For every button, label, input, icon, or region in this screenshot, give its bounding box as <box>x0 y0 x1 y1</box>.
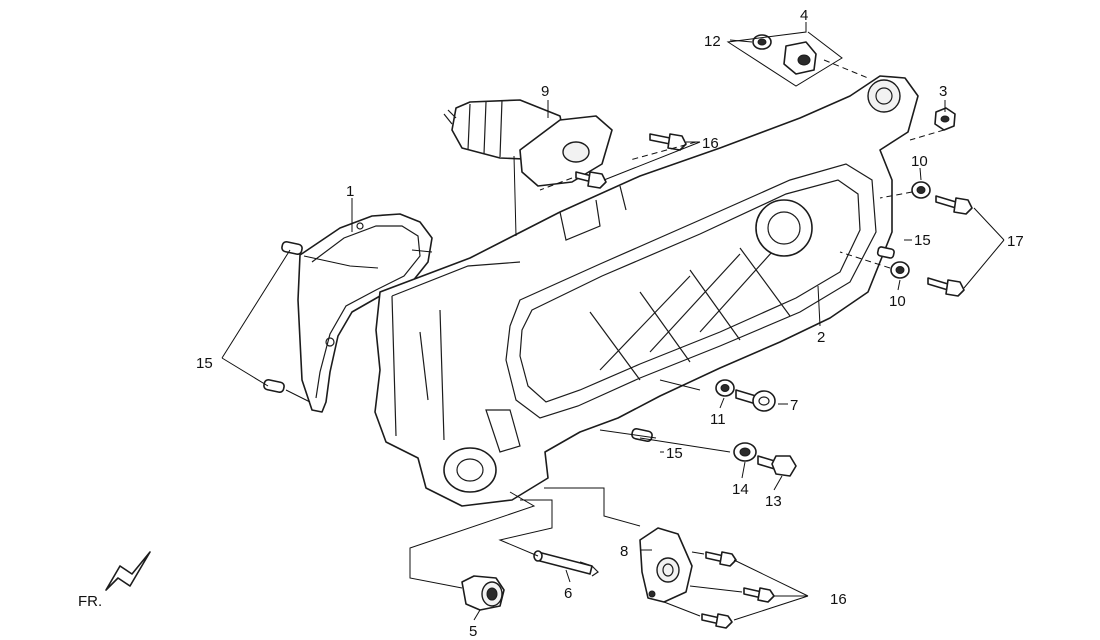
callout-3: 3 <box>939 83 947 100</box>
callout-16-lower: 16 <box>830 591 847 608</box>
nut-part-3 <box>934 107 956 131</box>
front-marker-label: FR. <box>78 593 102 610</box>
pin-part-6 <box>533 550 599 577</box>
bolt-part-13 <box>757 455 797 477</box>
plug-part-11 <box>715 379 735 397</box>
washer-part-14 <box>733 442 757 462</box>
callout-5: 5 <box>469 623 477 640</box>
dowel-pin-part-15-a <box>281 240 303 256</box>
callout-leaders <box>221 22 1005 621</box>
dowel-pin-part-15-c <box>876 246 895 259</box>
callout-2: 2 <box>817 329 825 346</box>
callout-8: 8 <box>620 543 628 560</box>
bolt-part-16-lower-c <box>701 613 733 629</box>
starter-motor-part <box>443 99 613 187</box>
bolt-part-17-upper <box>935 195 973 215</box>
callout-15-lower: 15 <box>666 445 683 462</box>
bushing-part-4 <box>783 41 817 75</box>
bolt-part-16-lower <box>575 171 607 189</box>
callout-6: 6 <box>564 585 572 602</box>
callout-15-right: 15 <box>914 232 931 249</box>
bolt-part-17-lower <box>927 277 965 297</box>
callout-12: 12 <box>704 33 721 50</box>
assembly-lines <box>285 59 945 617</box>
washer-part-10-lower <box>890 261 910 279</box>
gasket-part <box>297 213 433 413</box>
crankcase-part <box>374 75 919 507</box>
callout-14: 14 <box>732 481 749 498</box>
front-direction-arrow <box>105 551 151 591</box>
callout-10-upper: 10 <box>911 153 928 170</box>
callout-15-left: 15 <box>196 355 213 372</box>
bracket-part-8 <box>639 527 693 603</box>
callout-7: 7 <box>790 397 798 414</box>
callout-4: 4 <box>800 7 808 24</box>
callout-13: 13 <box>765 493 782 510</box>
bolt-part-16-lower-b <box>743 587 775 603</box>
callout-11: 11 <box>710 411 726 428</box>
callout-9: 9 <box>541 83 549 100</box>
callout-17: 17 <box>1007 233 1024 250</box>
bushing-part-5 <box>461 575 505 611</box>
drain-bolt-part-7 <box>735 389 776 412</box>
callout-16-upper: 16 <box>702 135 719 152</box>
callout-10-lower: 10 <box>889 293 906 310</box>
bolt-part-16-lower-a <box>705 551 737 567</box>
bolt-part-16-upper <box>649 133 687 151</box>
callout-1: 1 <box>346 183 354 200</box>
dowel-pin-part-15-b <box>263 378 285 394</box>
washer-part-10-upper <box>911 181 931 199</box>
